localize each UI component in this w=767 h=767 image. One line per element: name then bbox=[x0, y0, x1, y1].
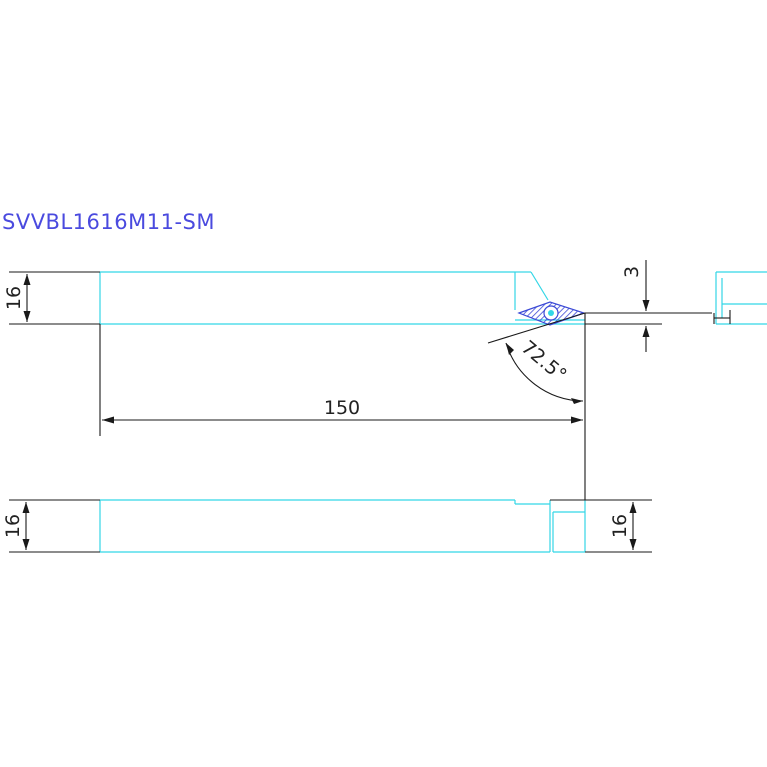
side-view: 16 16 bbox=[2, 499, 652, 553]
dim-height-top: 16 bbox=[3, 286, 25, 310]
part-number-title: SVVBL1616M11-SM bbox=[2, 210, 215, 234]
dim-height-bottom-left: 16 bbox=[2, 514, 24, 538]
dim-length: 150 bbox=[324, 397, 360, 419]
dim-height-bottom-right: 16 bbox=[609, 514, 631, 538]
dim-offset: 3 bbox=[621, 266, 643, 278]
top-view: 16 150 3 72.5° bbox=[3, 260, 767, 500]
dim-angle: 72.5° bbox=[517, 336, 571, 386]
